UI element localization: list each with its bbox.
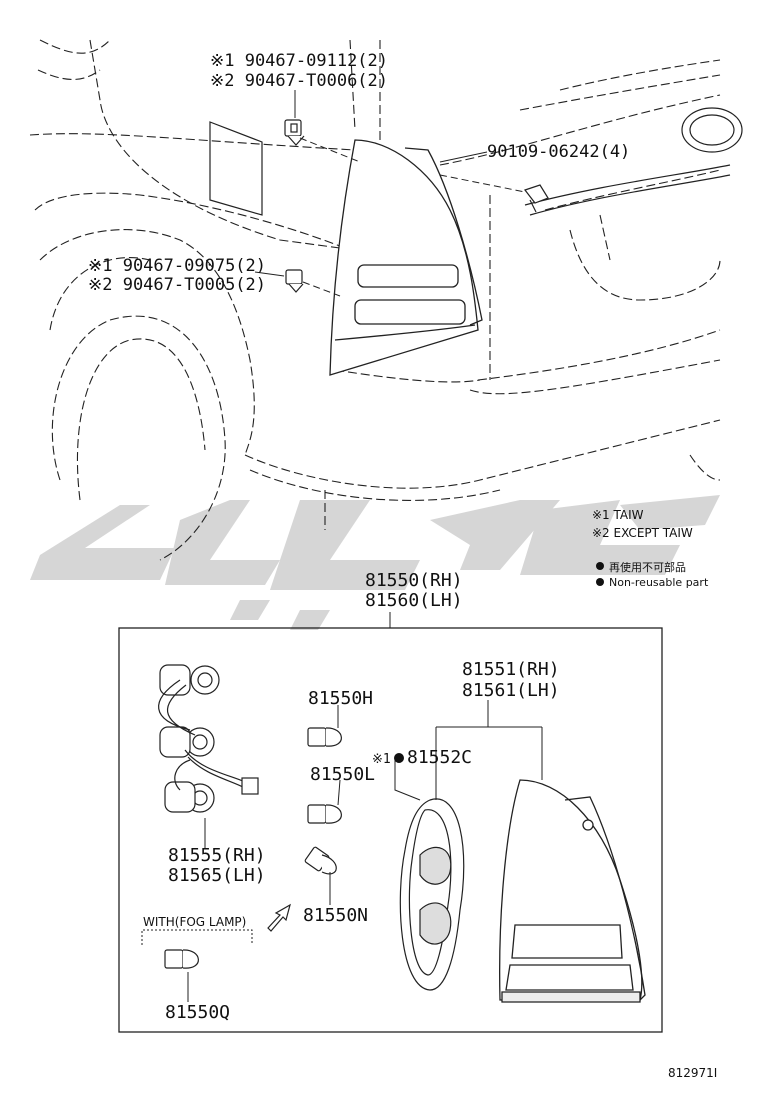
legend-bullet-icon-1	[596, 562, 604, 570]
legend-bullet-icon-2	[596, 578, 604, 586]
lens-lh: 81561(LH)	[462, 680, 560, 701]
socket-rh: 81555(RH)	[168, 845, 266, 866]
vehicle-outline	[29, 39, 721, 561]
clip-upper-icon	[284, 119, 305, 146]
leader-lines-top	[254, 90, 526, 628]
bulb-n: 81550N	[303, 905, 369, 926]
fog-lamp-bracket	[141, 929, 253, 945]
bulb-h: 81550H	[308, 688, 374, 709]
clip-lower-part-1: ※1 90467-09075(2)	[88, 256, 267, 276]
gasket-prefix: ※1	[372, 752, 391, 767]
lamp-assy-lh: 81560(LH)	[365, 590, 463, 611]
lens-rh: 81551(RH)	[462, 659, 560, 680]
screw-icon	[524, 184, 549, 213]
clip-lower-icon	[285, 269, 304, 293]
gasket-icon	[399, 798, 465, 991]
assembly-box	[118, 627, 663, 1033]
screw-part: 90109-06242(4)	[487, 142, 631, 162]
bulb-l: 81550L	[310, 764, 376, 785]
lens-icon	[499, 779, 646, 1003]
socket-lh: 81565(LH)	[168, 865, 266, 886]
clip-upper-part-1: ※1 90467-09112(2)	[210, 51, 389, 71]
gasket-part: 81552C	[407, 747, 473, 768]
clip-upper-part-2: ※2 90467-T0006(2)	[210, 71, 389, 91]
bulb-q: 81550Q	[165, 1002, 231, 1023]
clip-lower-part-2: ※2 90467-T0005(2)	[88, 275, 267, 295]
bulb-icons	[164, 727, 342, 969]
legend-note-2: ※2 EXCEPT TAIW	[592, 526, 693, 540]
lamp-assy-rh: 81550(RH)	[365, 570, 463, 591]
legend-nonreuse-cn: 再使用不可部品	[609, 561, 686, 574]
legend-note-1: ※1 TAIW	[592, 508, 644, 522]
nonreuse-bullet-icon	[394, 753, 404, 763]
with-fog-lamp-note: WITH(FOG LAMP)	[143, 915, 247, 929]
fuel-door-outline	[209, 121, 263, 216]
bulb-leader-lines	[187, 705, 421, 1002]
watermark-logo	[30, 495, 720, 630]
socket-wire-icon	[158, 664, 259, 813]
arrow-icon	[267, 903, 291, 932]
rear-emblem	[524, 107, 743, 216]
lens-leader	[435, 700, 543, 780]
diagram-id: 812971I	[668, 1066, 718, 1080]
legend-nonreuse-en: Non-reusable part	[609, 576, 709, 589]
installed-tail-lamp	[329, 139, 483, 376]
